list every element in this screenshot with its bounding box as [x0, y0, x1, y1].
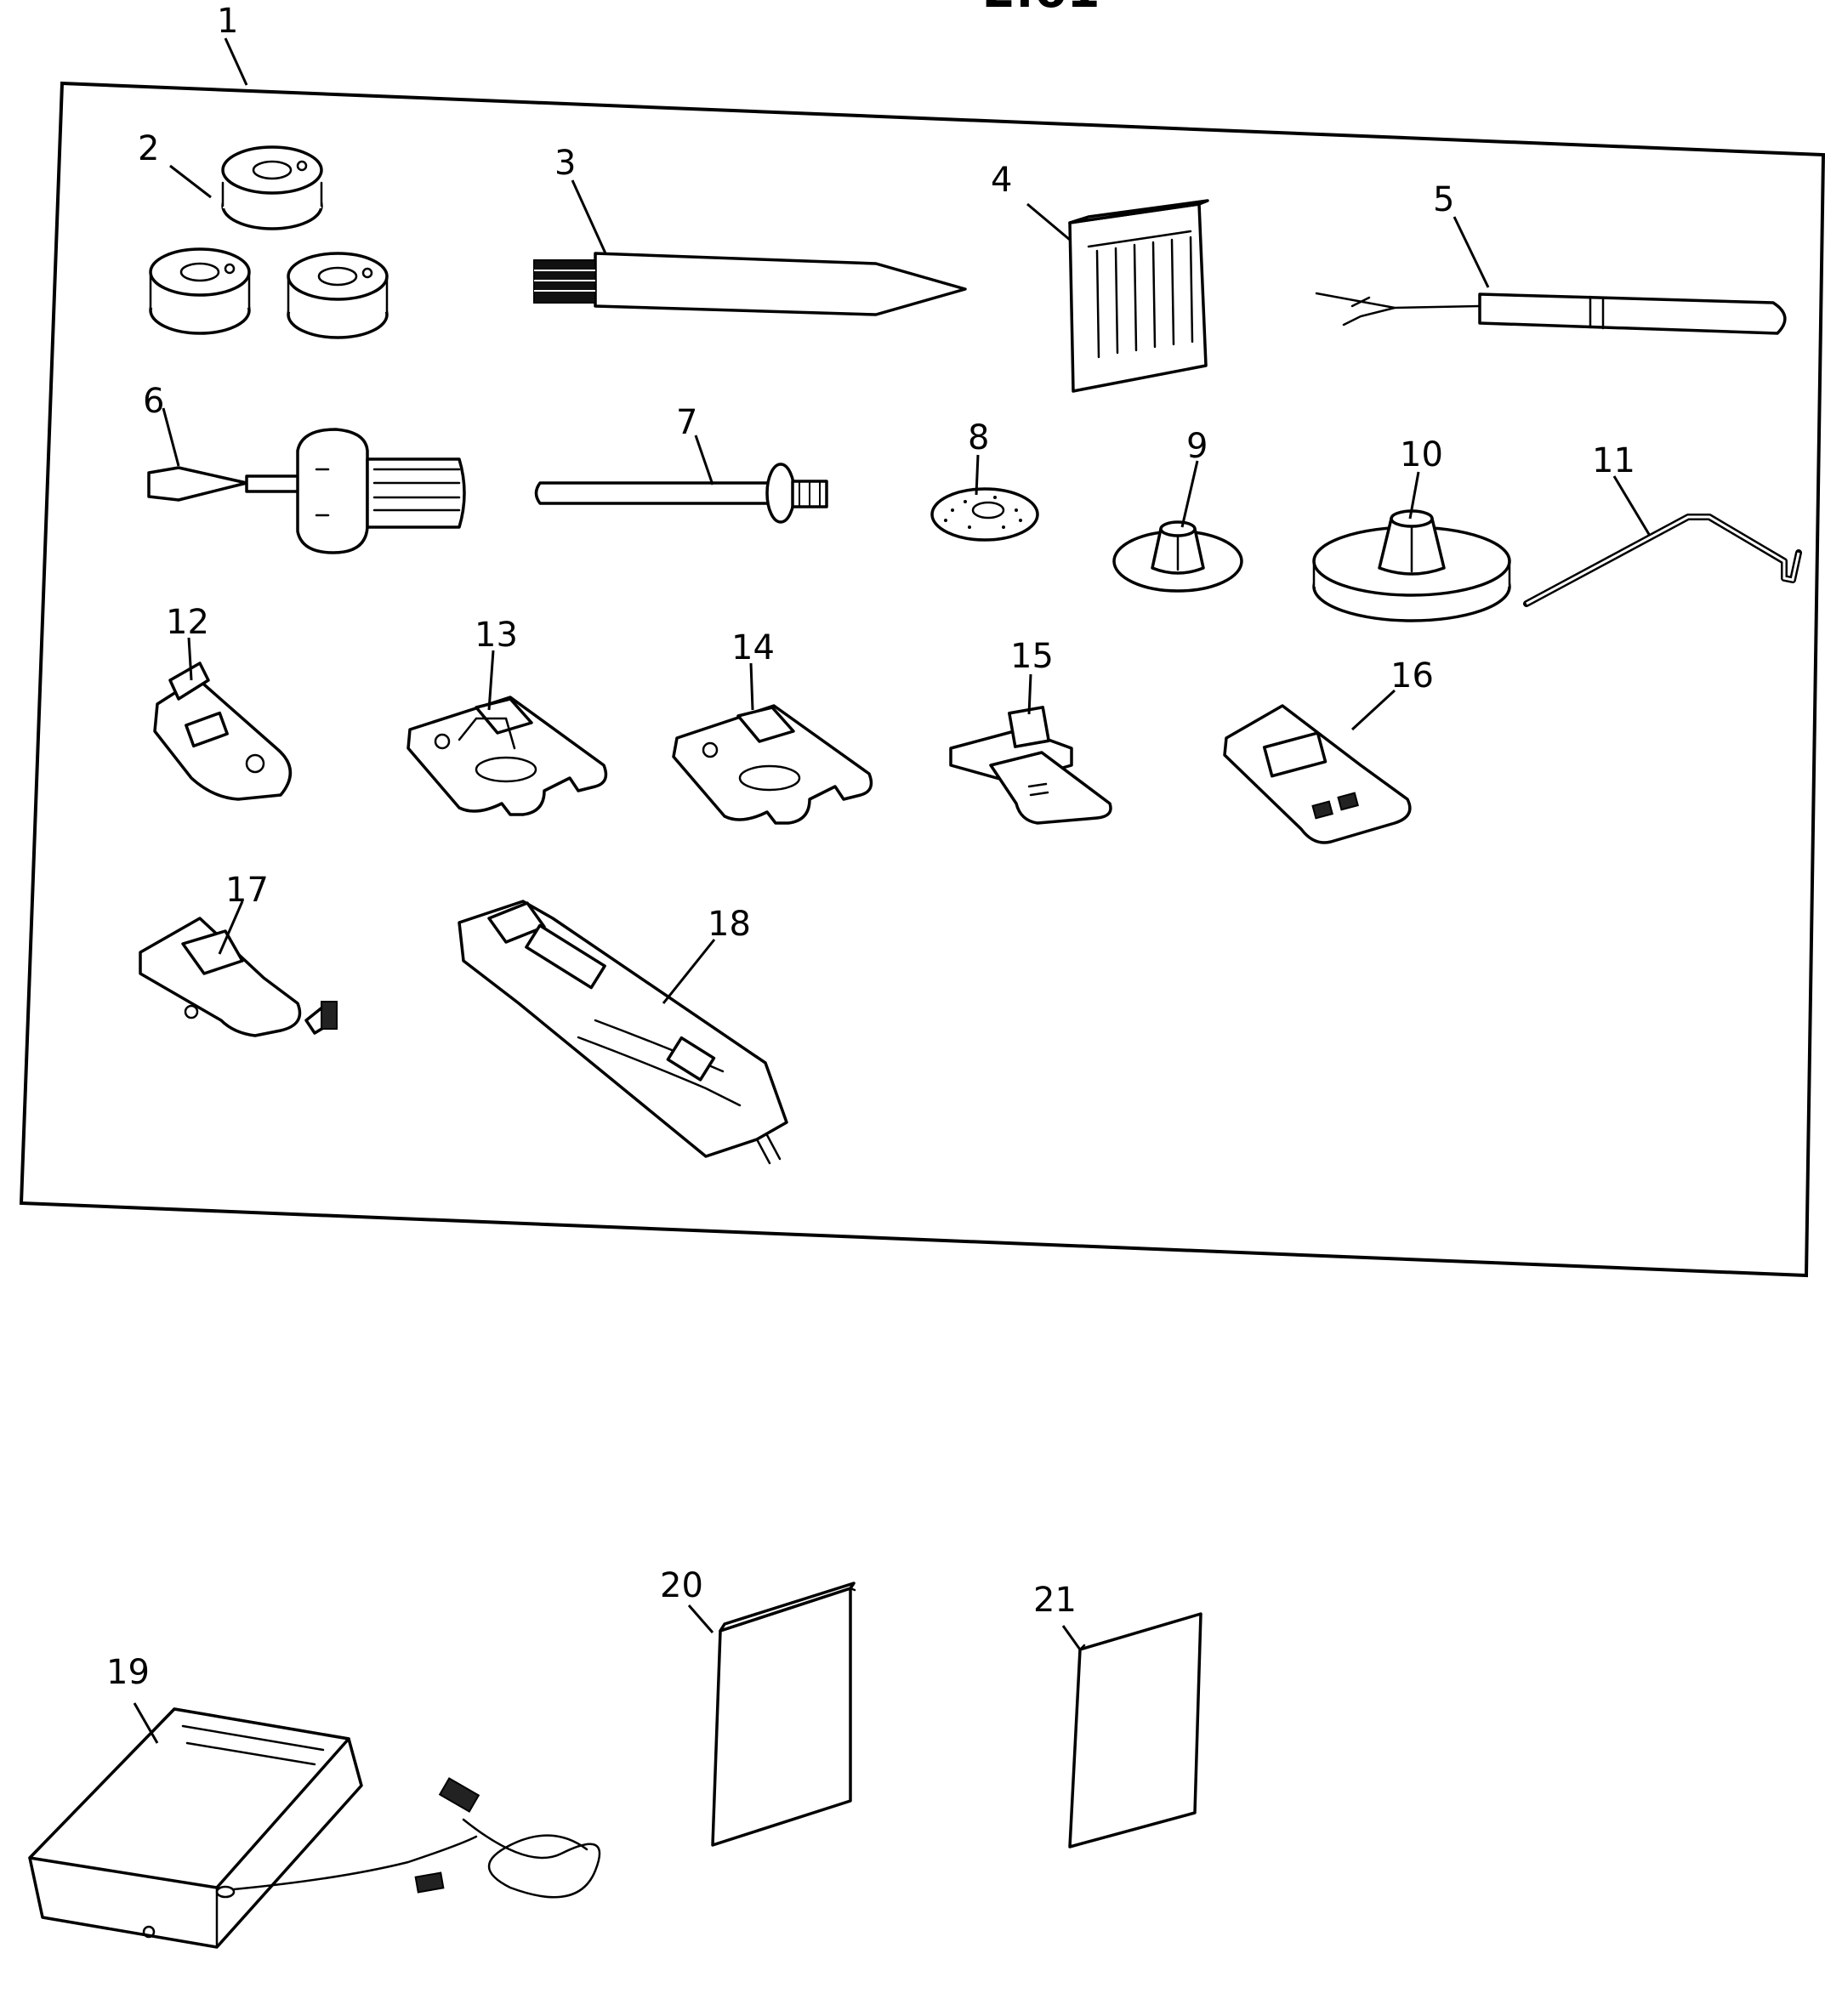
callout-19: 19: [106, 1653, 150, 1692]
callout-20: 20: [660, 1566, 703, 1605]
callout-11: 11: [1592, 441, 1635, 480]
callout-14: 14: [731, 628, 775, 667]
accessory-box-outline: [19, 81, 1825, 1278]
callout-12: 12: [166, 603, 209, 642]
callout-16: 16: [1390, 656, 1434, 696]
lint-brush-icon: [533, 252, 967, 316]
callout-17: 17: [225, 871, 269, 910]
callout-9: 9: [1186, 427, 1208, 466]
instruction-manual-icon: [711, 1582, 856, 1847]
callout-3: 3: [554, 144, 576, 183]
header-fragment: • 2.61: [935, 0, 1100, 19]
spool-pin-icon: [534, 463, 828, 524]
bobbin-icon: [287, 252, 389, 339]
callout-8: 8: [968, 418, 989, 457]
blind-hem-foot-icon: [949, 706, 1112, 825]
small-spool-cap-icon: [1112, 520, 1243, 593]
callout-18: 18: [708, 905, 751, 944]
hex-wrench-icon: [1523, 514, 1802, 607]
callout-21: 21: [1033, 1581, 1077, 1620]
callout-4: 4: [991, 161, 1012, 200]
satin-stitch-foot-icon: [672, 704, 873, 825]
bobbin-icon: [221, 145, 323, 230]
overcasting-foot-icon: [1223, 704, 1412, 844]
needle-pack-icon: [1068, 199, 1209, 393]
callout-10: 10: [1400, 435, 1443, 474]
buttonhole-foot-icon: [458, 900, 788, 1165]
callout-2: 2: [138, 129, 159, 168]
zipper-foot-icon: [153, 662, 293, 801]
callout-15: 15: [1010, 637, 1054, 676]
foot-controller-icon: [28, 1707, 601, 1949]
callout-1: 1: [217, 2, 238, 41]
seam-ripper-icon: [1315, 292, 1787, 335]
large-spool-cap-icon: [1312, 509, 1511, 622]
bobbins-group: [149, 145, 389, 339]
callout-7: 7: [676, 403, 697, 442]
callout-6: 6: [143, 382, 164, 421]
zigzag-foot-icon: [407, 696, 608, 816]
leader-lines: [133, 37, 1652, 1744]
callout-5: 5: [1433, 180, 1454, 219]
bobbin-icon: [149, 247, 251, 335]
screwdriver-icon: [147, 428, 466, 554]
parts-leaflet-icon: [1068, 1612, 1202, 1848]
callout-13: 13: [475, 616, 518, 655]
callout-labels: 1 2 3 4 5 6 7 8 9 10 11 12 13 14 15 16 1…: [106, 2, 1635, 1692]
spool-felt-icon: [930, 487, 1039, 542]
quilting-guide-foot-icon: [139, 917, 338, 1037]
